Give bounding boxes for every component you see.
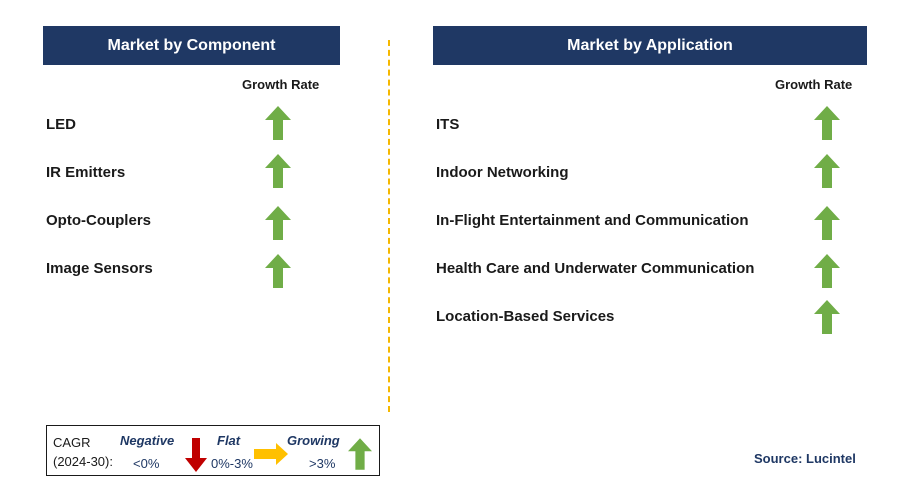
- green-up-arrow-icon: [265, 254, 291, 288]
- source-label: Source: Lucintel: [754, 451, 856, 466]
- application-item-indoor-networking: Indoor Networking: [436, 164, 569, 181]
- legend-growing-label: Growing: [287, 433, 340, 448]
- green-up-arrow-icon: [348, 438, 372, 470]
- application-growth-rate-label: Growth Rate: [775, 77, 853, 92]
- green-up-arrow-icon: [814, 300, 840, 334]
- legend-flat-label: Flat: [217, 433, 241, 448]
- component-item-opto-couplers: Opto-Couplers: [46, 212, 151, 229]
- legend-cagr-label: CAGR: [53, 435, 91, 450]
- green-up-arrow-icon: [265, 206, 291, 240]
- cagr-legend: CAGR (2024-30): Negative <0% Flat 0%-3% …: [46, 425, 380, 476]
- application-item-its: ITS: [436, 116, 460, 133]
- green-up-arrow-icon: [814, 154, 840, 188]
- component-item-ir-emitters: IR Emitters: [46, 164, 126, 181]
- section-divider: [388, 40, 390, 412]
- green-up-arrow-icon: [814, 106, 840, 140]
- green-up-arrow-icon: [814, 254, 840, 288]
- application-item-health-care: Health Care and Underwater Communication: [436, 260, 755, 277]
- legend-flat-range: 0%-3%: [211, 456, 253, 471]
- application-item-location-based-services: Location-Based Services: [436, 308, 615, 325]
- legend-growing-range: >3%: [309, 456, 336, 471]
- green-up-arrow-icon: [265, 154, 291, 188]
- green-up-arrow-icon: [814, 206, 840, 240]
- legend-period-label: (2024-30):: [53, 454, 113, 469]
- green-up-arrow-icon: [265, 106, 291, 140]
- legend-negative-range: <0%: [133, 456, 160, 471]
- component-growth-rate-label: Growth Rate: [242, 77, 320, 92]
- application-item-in-flight-entertainment: In-Flight Entertainment and Communicatio…: [436, 212, 749, 229]
- application-header: Market by Application: [433, 26, 867, 65]
- legend-negative-label: Negative: [120, 433, 175, 448]
- component-item-led: LED: [46, 116, 76, 133]
- component-item-image-sensors: Image Sensors: [46, 260, 153, 277]
- red-down-arrow-icon: [185, 438, 207, 472]
- orange-right-arrow-icon: [254, 443, 288, 465]
- component-header: Market by Component: [43, 26, 340, 65]
